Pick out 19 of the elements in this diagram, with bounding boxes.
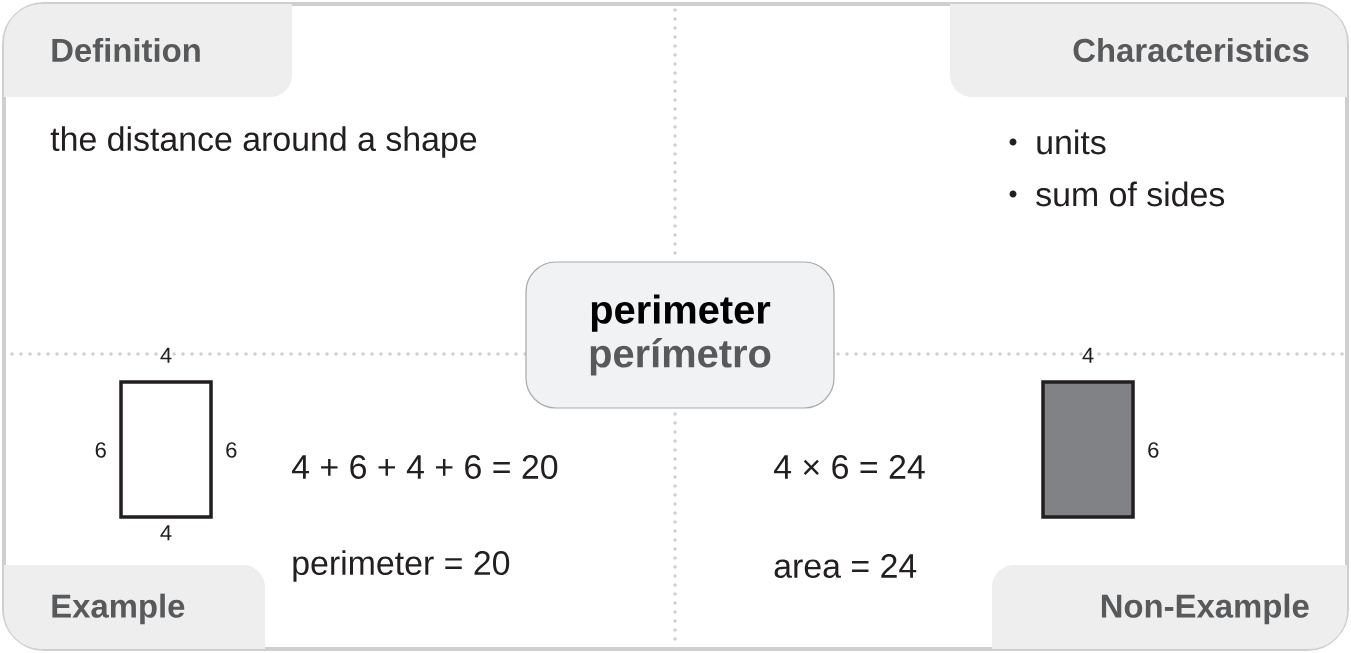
rectangle-shape [1041,380,1135,519]
equation: 4 + 6 + 4 + 6 = 20 [292,455,558,479]
bullet-item: sum of sides [1009,181,1225,207]
heading-tab: Characteristics [950,4,1347,97]
heading-tab: Example [4,565,265,649]
equation: area = 24 [774,554,917,578]
dimension-label: 4 [1082,347,1094,363]
equation: 4 × 6 = 24 [774,455,925,479]
dimension-label: 6 [95,442,106,458]
dimension-label: 6 [226,442,237,458]
dimension-label: 4 [160,347,172,363]
heading-tab: Non-Example [992,565,1347,649]
equation: perimeter = 20 [293,550,510,582]
heading-tab: Definition [4,4,292,97]
rectangle-shape [119,380,213,519]
term-box: perimeter perímetro [525,261,835,409]
dimension-label: 4 [160,525,172,541]
bullet-item: units [1009,129,1106,155]
dimension-label: 6 [1148,442,1159,458]
